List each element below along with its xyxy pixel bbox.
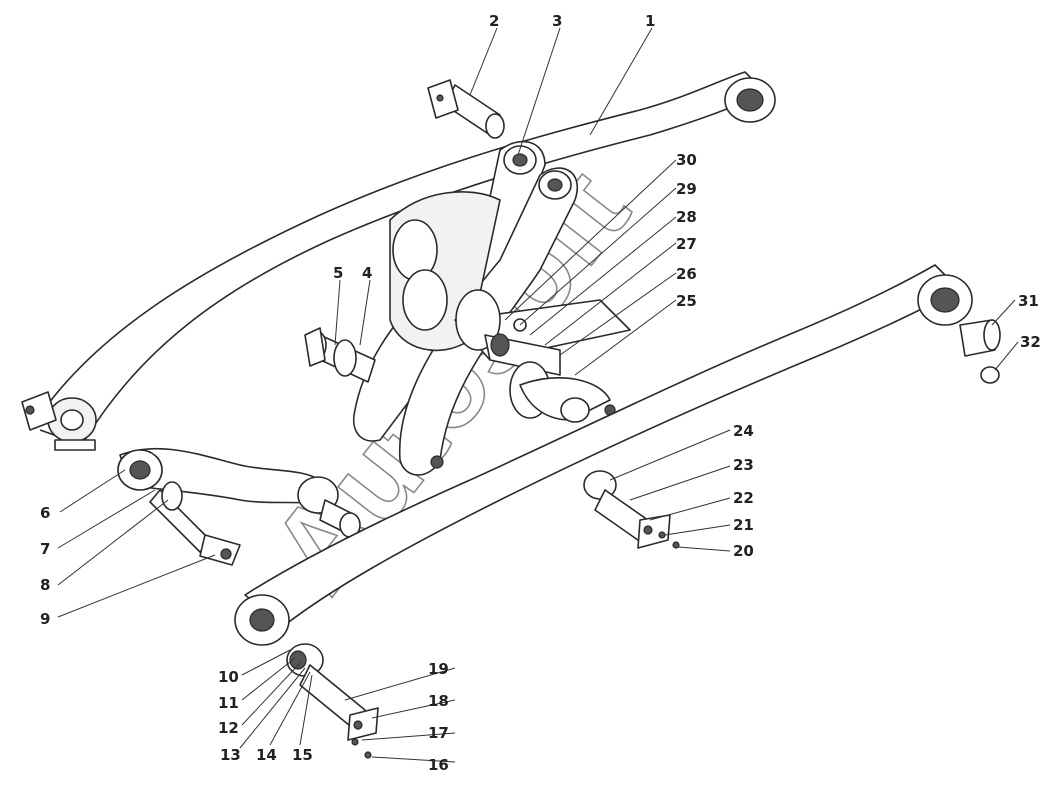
callout-12: 12 <box>218 719 239 737</box>
callout-17: 17 <box>428 724 449 742</box>
callout-29: 29 <box>676 180 697 198</box>
upper-arm-part <box>21 71 776 451</box>
callout-31: 31 <box>1018 292 1039 310</box>
callout-30: 30 <box>676 151 697 169</box>
callout-26: 26 <box>676 265 697 283</box>
callout-13: 13 <box>220 746 241 764</box>
callout-20: 20 <box>733 542 754 560</box>
callout-23: 23 <box>733 456 754 474</box>
callout-6: 6 <box>40 504 50 522</box>
lower-pin-part <box>286 643 379 759</box>
callout-21: 21 <box>733 516 754 534</box>
callout-labels: 1 2 3 4 5 6 7 8 9 10 11 12 13 14 15 16 1… <box>40 12 1041 774</box>
callout-24: 24 <box>733 422 754 440</box>
lower-arm-part <box>234 264 973 646</box>
right-pin-part <box>583 470 680 549</box>
callout-19: 19 <box>428 660 449 678</box>
callout-7: 7 <box>40 540 50 558</box>
callout-4: 4 <box>362 264 372 282</box>
bushing-part <box>959 319 1001 384</box>
callout-14: 14 <box>256 746 277 764</box>
callout-32: 32 <box>1020 333 1041 351</box>
callout-18: 18 <box>428 692 449 710</box>
callout-1: 1 <box>645 12 655 30</box>
callout-16: 16 <box>428 756 449 774</box>
callout-25: 25 <box>676 292 697 310</box>
callout-27: 27 <box>676 235 697 253</box>
callout-9: 9 <box>40 610 50 628</box>
callout-2: 2 <box>489 12 499 30</box>
left-pin-part <box>304 327 376 383</box>
callout-11: 11 <box>218 694 239 712</box>
upper-pin-part <box>427 79 505 139</box>
callout-10: 10 <box>218 668 239 686</box>
callout-15: 15 <box>292 746 313 764</box>
callout-3: 3 <box>552 12 562 30</box>
small-link-part <box>117 447 361 566</box>
leader-lines <box>57 27 1019 763</box>
callout-28: 28 <box>676 208 697 226</box>
centre-pin-assembly-part <box>454 289 631 419</box>
callout-5: 5 <box>333 264 343 282</box>
callout-8: 8 <box>40 576 50 594</box>
callout-22: 22 <box>733 489 754 507</box>
